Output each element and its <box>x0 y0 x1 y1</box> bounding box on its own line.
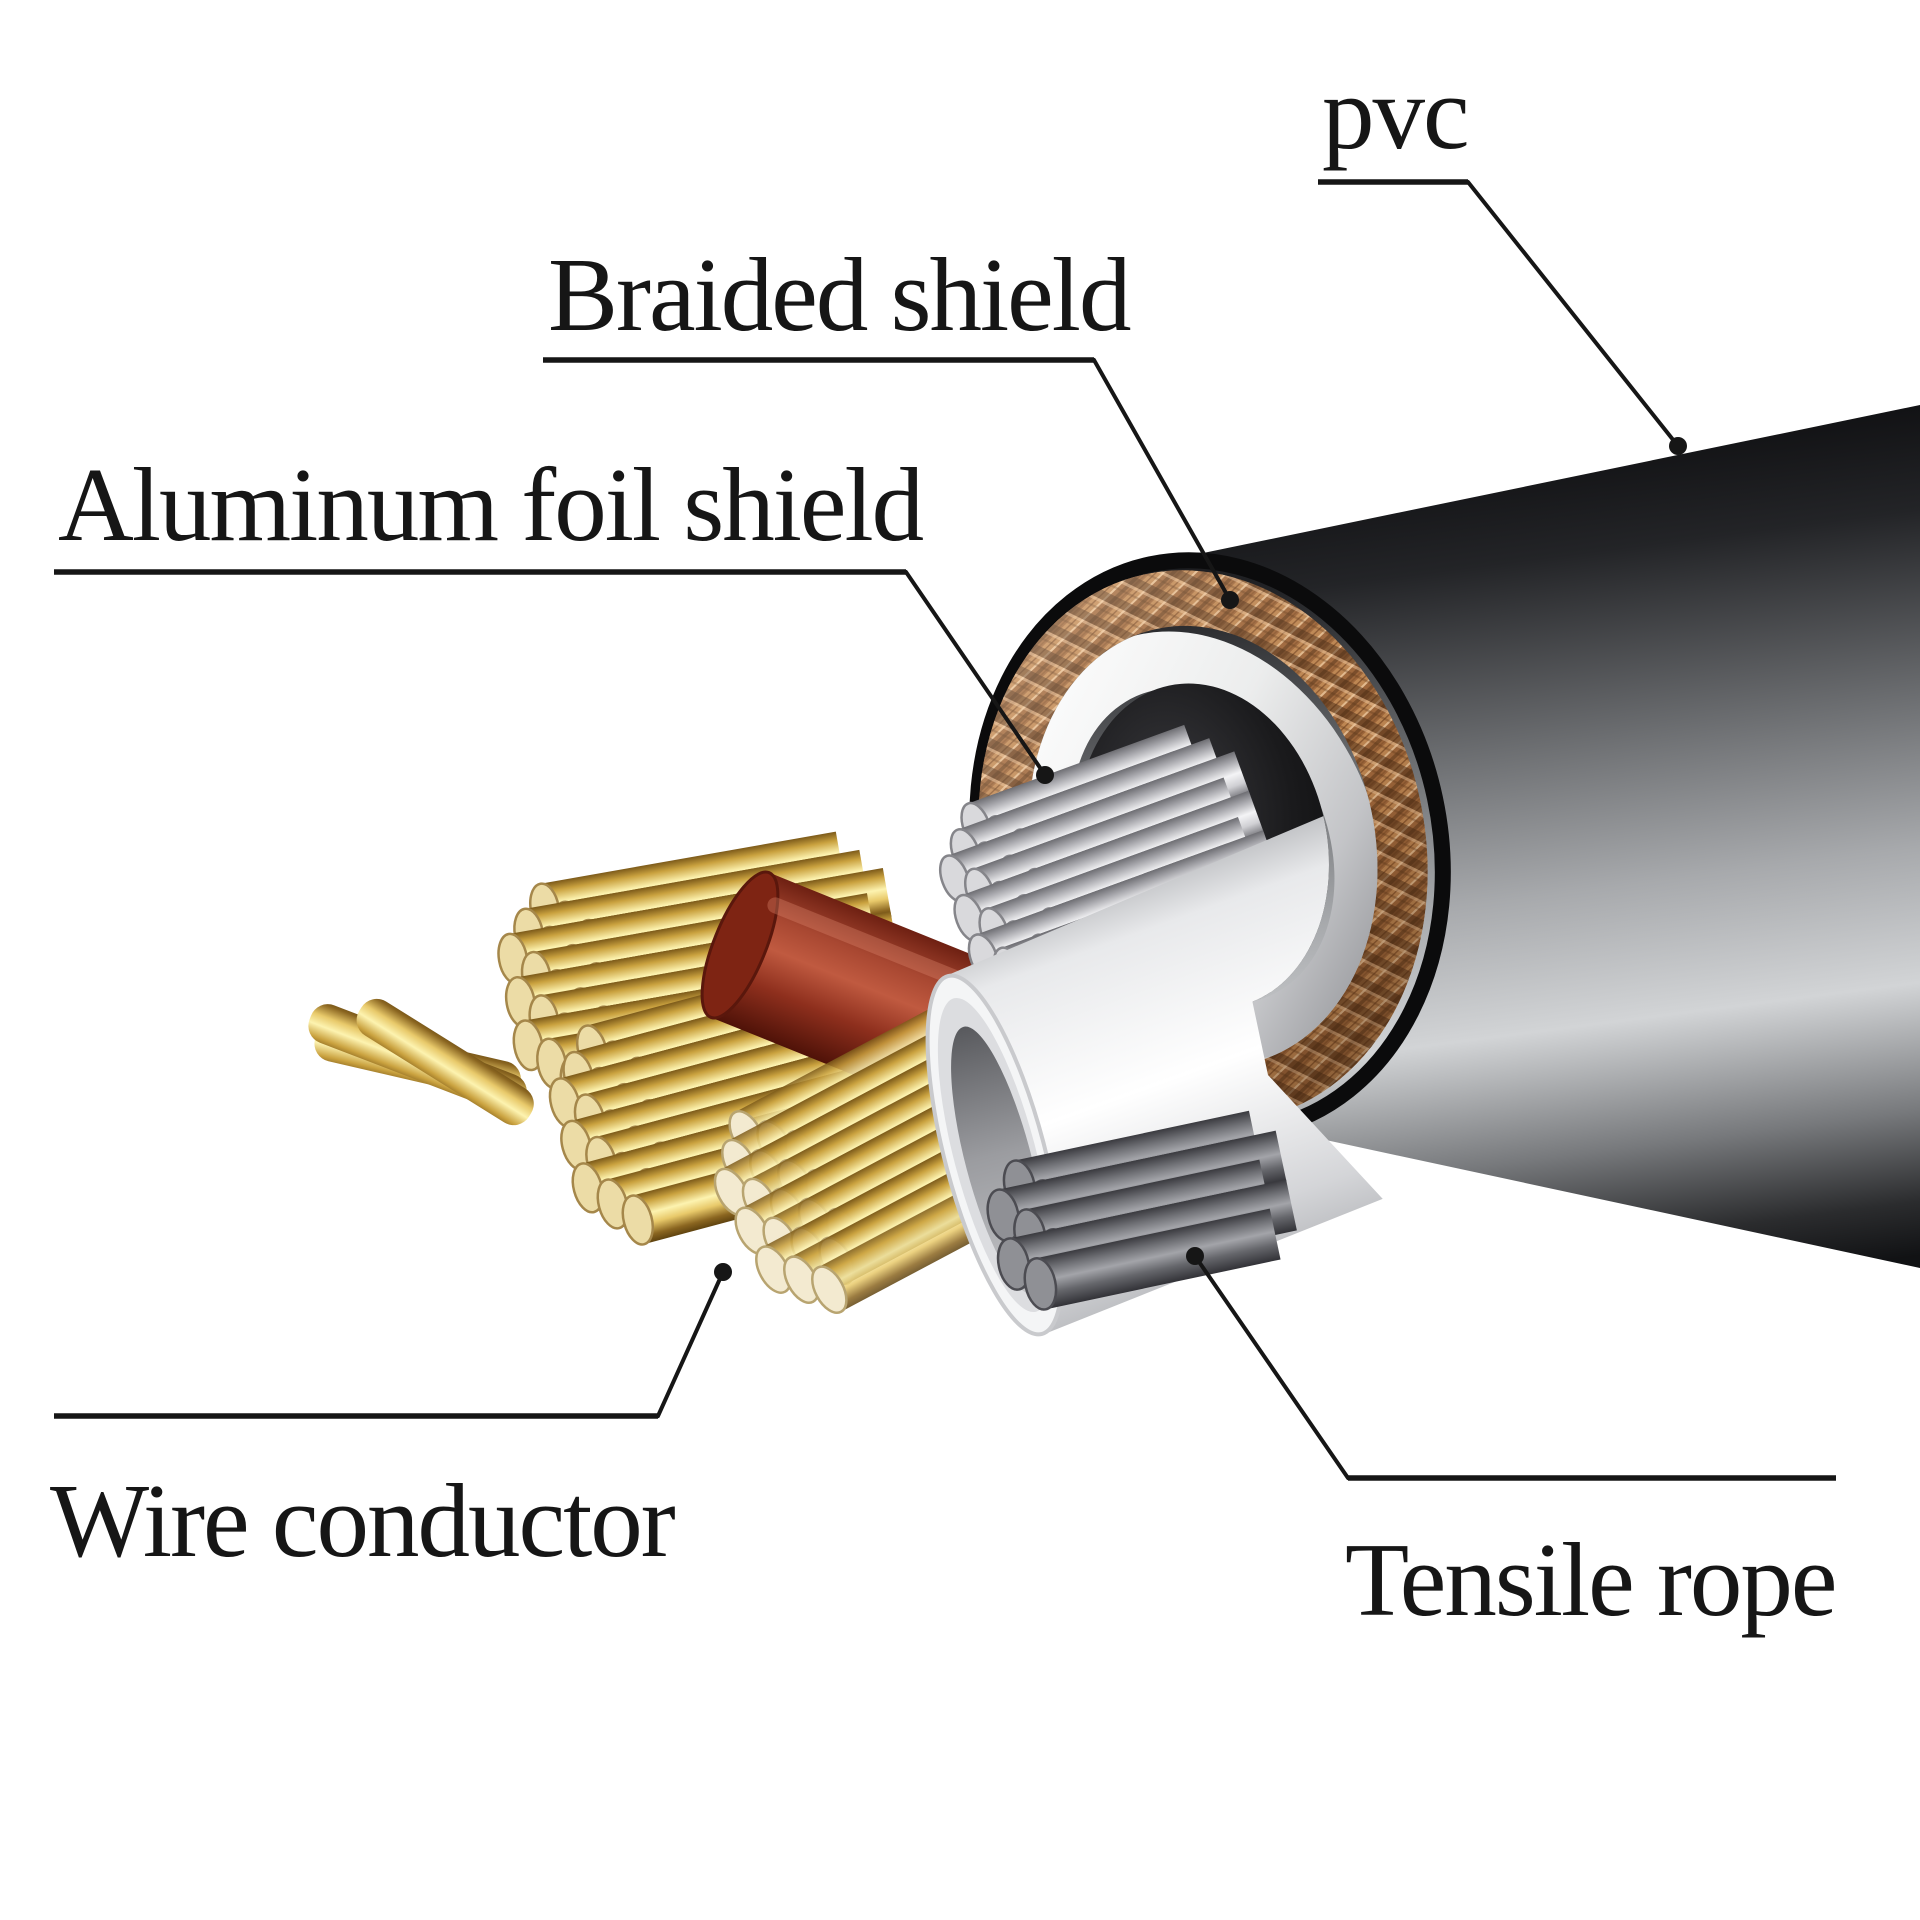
wire-conductor-label-text: Wire conductor <box>50 1462 676 1579</box>
cable-cutaway-illustration <box>308 405 1920 1347</box>
wire-conductor-leader-dot <box>714 1263 732 1281</box>
wire-conductor-leader-line <box>656 1270 725 1418</box>
pvc-leader-line <box>1466 180 1680 448</box>
aluminum-foil-shield-leader-line <box>904 570 1047 777</box>
braided-shield-label-text: Braided shield <box>548 236 1131 353</box>
pvc-leader-dot <box>1669 437 1687 455</box>
pvc-label-text: pvc <box>1322 54 1468 171</box>
label-pvc: pvc <box>1318 54 1687 455</box>
label-wire-conductor: Wire conductor <box>50 1263 732 1579</box>
label-braided-shield: Braided shield <box>543 236 1239 609</box>
loose-wire-strands <box>308 998 534 1126</box>
label-aluminum-foil-shield: Aluminum foil shield <box>54 446 1054 784</box>
braided-shield-leader-line <box>1092 358 1232 602</box>
aluminum-foil-shield-label-text: Aluminum foil shield <box>58 446 924 563</box>
tensile-rope-leader-dot <box>1186 1247 1204 1265</box>
braided-shield-leader-dot <box>1221 591 1239 609</box>
label-tensile-rope: Tensile rope <box>1186 1247 1838 1638</box>
tensile-rope-label-text: Tensile rope <box>1345 1521 1836 1638</box>
aluminum-foil-shield-leader-dot <box>1036 766 1054 784</box>
tensile-rope-leader-line <box>1193 1254 1350 1480</box>
